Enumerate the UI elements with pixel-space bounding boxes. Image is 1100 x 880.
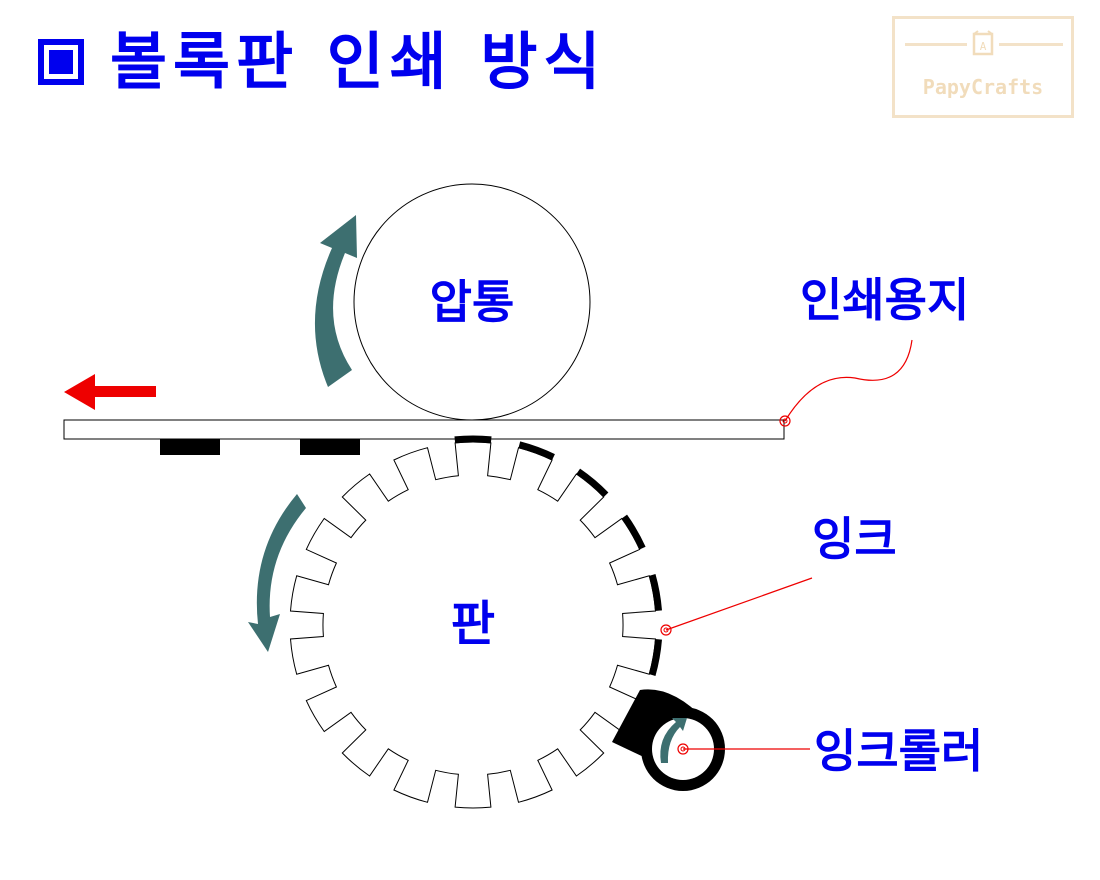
logo-text: PapyCrafts	[922, 75, 1044, 99]
printed-mark	[300, 439, 360, 455]
printed-mark	[160, 439, 220, 455]
page-title: 볼록판 인쇄 방식	[110, 25, 607, 98]
paper-marker	[779, 415, 791, 427]
ink-layer	[454, 435, 662, 676]
impression-rotation-arrow	[314, 215, 357, 387]
ink-leader-line	[665, 577, 813, 631]
printing-paper	[63, 419, 785, 440]
ink-roller-marker	[677, 743, 689, 755]
ink-roller-rotation-arrow	[660, 718, 687, 763]
ink-label: 잉크	[812, 512, 897, 566]
feed-arrow-shaft	[92, 386, 156, 397]
impression-cylinder-label: 압통	[430, 275, 515, 329]
ink-marker	[660, 624, 672, 636]
title-area: 볼록판 인쇄 방식	[38, 22, 606, 102]
svg-text:A: A	[980, 40, 987, 53]
feed-arrow-head	[64, 374, 95, 410]
square-bullet-icon	[38, 39, 84, 85]
ink-roller-label: 잉크롤러	[814, 724, 983, 778]
paper-label: 인쇄용지	[800, 273, 969, 327]
plate-label: 판	[451, 596, 495, 652]
cube-icon: A	[972, 30, 994, 56]
paper-leader-line	[784, 339, 913, 422]
plate-rotation-arrow	[248, 494, 306, 652]
papycrafts-logo: A PapyCrafts	[892, 16, 1074, 118]
